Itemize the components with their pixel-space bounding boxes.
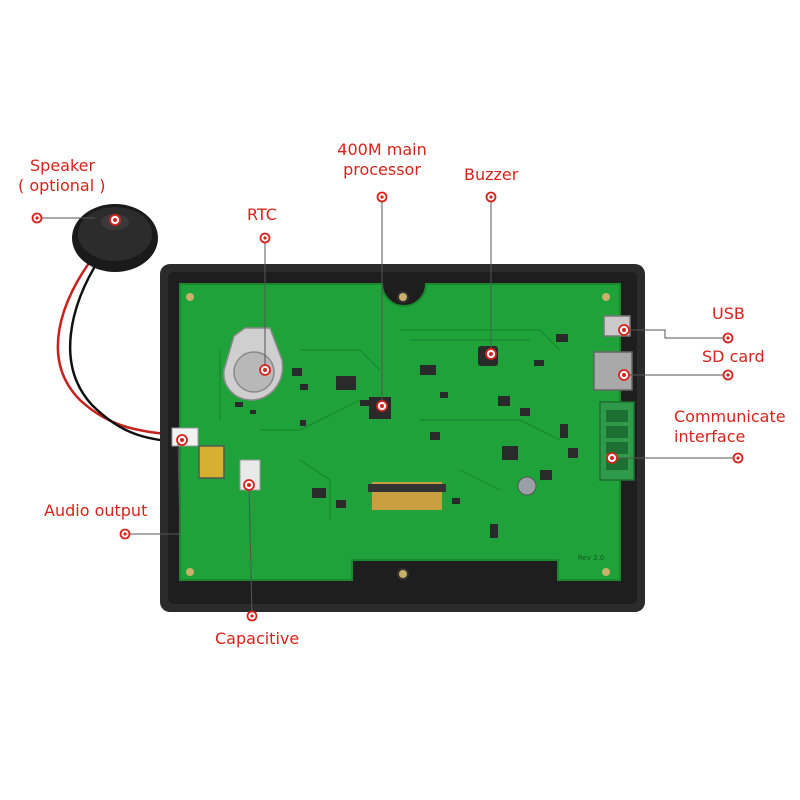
label-usb: USB [712,304,745,323]
label-communicate-line1: Communicate [674,407,786,426]
rtc-battery-holder [223,327,284,401]
label-processor: 400M main processor [322,140,442,180]
pcb-board: Rev 2.0 [171,283,635,581]
label-speaker-line1: Speaker [30,156,96,175]
label-rtc: RTC [247,205,277,224]
label-buzzer: Buzzer [464,165,519,184]
communication-terminal-block [599,401,635,481]
label-processor-line1: 400M main [337,140,427,159]
label-speaker: Speaker ( optional ) [18,156,106,196]
marker-dots [31,191,744,622]
label-processor-line2: processor [343,160,421,179]
label-capacitive: Capacitive [215,629,300,648]
board-marking: Rev 2.0 [578,554,604,562]
label-speaker-line2: ( optional ) [18,176,106,195]
label-communicate-line2: interface [674,427,746,446]
label-audio-output: Audio output [44,501,148,520]
leader-lines [37,197,738,617]
label-communicate-interface: Communicate interface [674,407,786,447]
label-sd-card: SD card [702,347,765,366]
speaker-icon [56,204,181,444]
capacitive-connector [198,445,225,479]
